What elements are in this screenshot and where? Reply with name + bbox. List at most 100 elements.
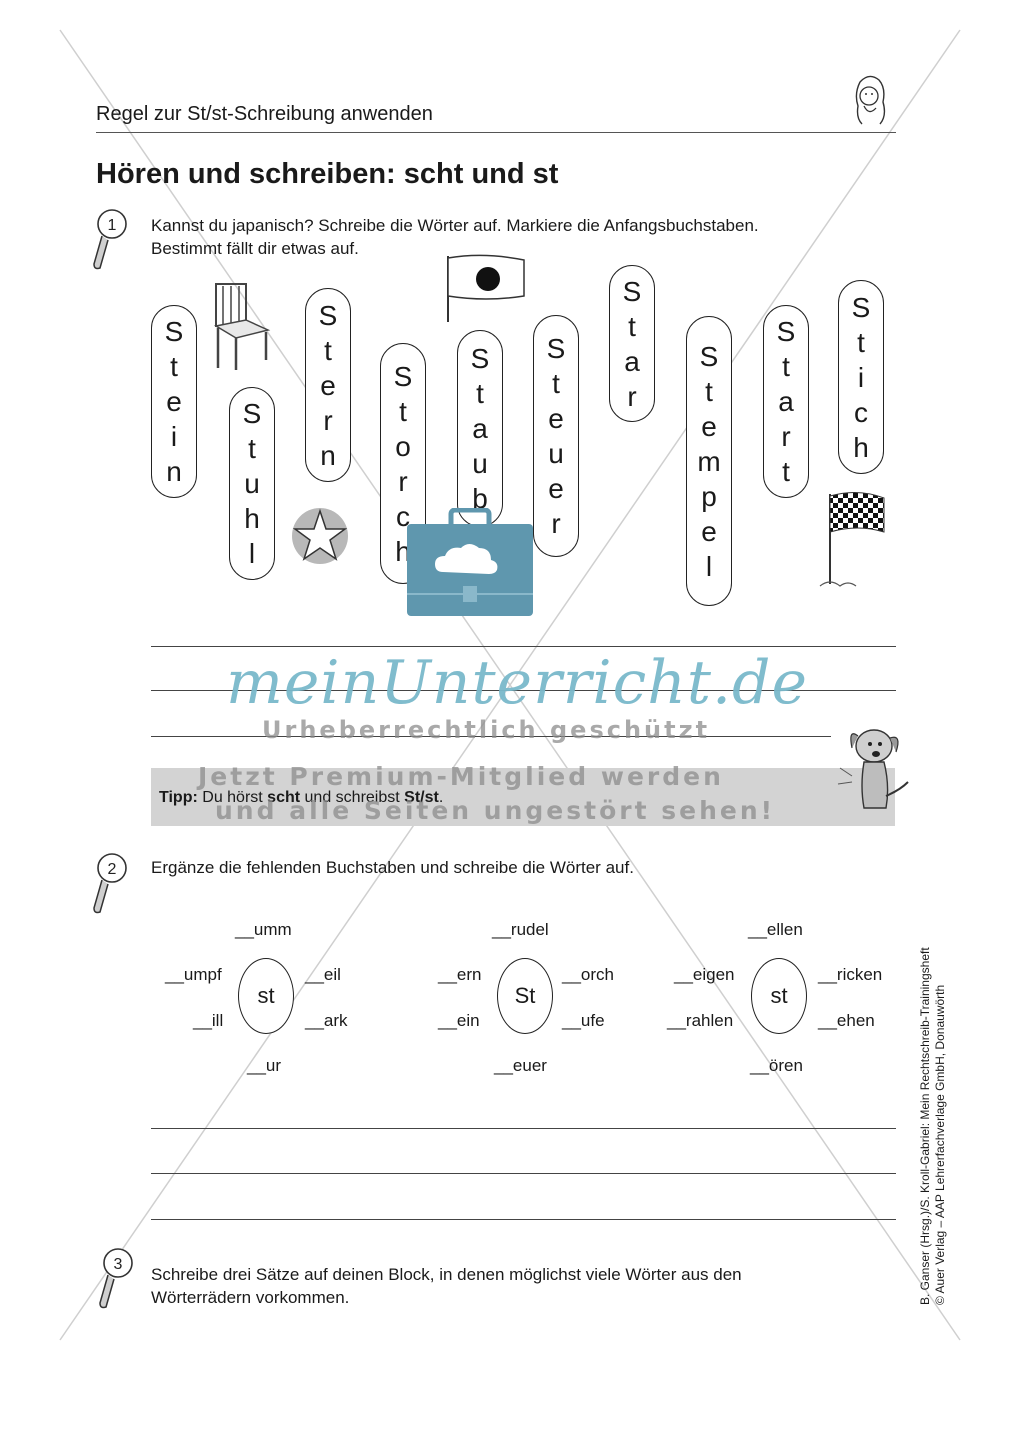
tip-text: Tipp: Du hörst scht und schreibst St/st. [159,789,443,807]
word-letter: h [395,535,411,567]
word-letter: a [624,345,640,377]
word-letter: t [552,368,560,399]
word-letter: u [472,448,488,479]
word-letter: e [548,473,564,504]
word-letter: e [548,403,564,434]
word-letter: n [166,456,182,487]
word-letter: t [628,310,636,342]
wheel-fragment: __ur [247,1056,282,1075]
word-letter: S [622,275,642,307]
word-letter: t [782,351,790,382]
japan-flag-icon [447,254,525,322]
checkered-flag-icon [819,492,885,587]
word-letter: e [701,515,717,547]
wheel-fragment: __ören [750,1056,803,1075]
wheel-center: St [497,958,553,1034]
writing-line[interactable] [151,690,896,691]
word-letter: t [324,334,332,366]
word-letter: e [701,410,717,442]
word-letter: a [778,386,794,417]
word-letter: t [857,326,865,358]
credit-line-1: B. Ganser (Hrsg.)/S. Kroll-Gabriel: Mein… [918,947,932,1305]
wheel-fragment: __eigen [674,965,735,984]
wheel-fragment: __ill [193,1011,224,1030]
briefcase-cloud-icon [407,508,533,616]
magnifier-number-icon: 2 [93,853,127,914]
writing-line[interactable] [151,736,831,737]
tip-label: Tipp: [159,789,198,806]
word-letter: S [393,360,413,392]
publisher-credit: B. Ganser (Hrsg.)/S. Kroll-Gabriel: Mein… [918,947,948,1305]
word-letter: t [399,395,407,427]
word-letter: i [857,361,865,393]
word-letter: a [472,413,488,444]
word-letter: r [323,404,333,436]
wheel-fragment: __eil [305,965,341,984]
task-3-number: 3 [114,1256,123,1273]
magnifier-number-icon: 1 [93,209,127,270]
word-letter: c [854,396,868,428]
word-letter: r [627,380,637,412]
word-letter: l [705,550,713,582]
word-letter: S [470,343,490,374]
star-icon [292,508,348,564]
dog-icon [837,729,909,809]
wheel-fragment: __euer [494,1056,547,1075]
task-1-number: 1 [108,217,117,234]
word-letter: b [472,483,488,514]
word-letter: e [166,386,182,417]
task-1-text-line2: Bestimmt fällt dir etwas auf. [151,239,359,258]
task-1-text-line1: Kannst du japanisch? Schreibe die Wörter… [151,216,759,235]
word-letter: i [170,421,178,452]
tip-text-a: Du hörst [197,789,268,806]
word-letter: t [476,378,484,409]
word-letter: S [242,398,262,429]
word-letter: r [398,465,408,497]
wheel-fragment: __ricken [818,965,883,984]
word-letter: S [318,299,338,331]
task-3-text-line1: Schreibe drei Sätze auf deinen Block, in… [151,1265,742,1284]
magnifier-number-icon: 3 [99,1248,133,1309]
writing-line[interactable] [151,646,896,647]
wheel-center: st [238,958,294,1034]
writing-line[interactable] [151,1128,896,1129]
credit-line-2: © Auer Verlag – AAP Lehrerfachverlage Gm… [933,984,947,1305]
tip-text-c: . [438,789,444,806]
header-title: Regel zur St/st-Schreibung anwenden [96,103,433,125]
word-letter: S [851,291,871,323]
tip-bold-a: scht [267,789,301,806]
wheel-fragment: __ellen [748,920,803,939]
task-2-number: 2 [108,861,117,878]
word-letter: S [546,333,566,364]
word-letter: n [320,439,336,471]
wheel-fragment: __umpf [165,965,222,984]
word-letter: h [244,503,260,534]
word-letter: r [781,421,791,452]
writing-line[interactable] [151,1219,896,1220]
task-2-text: Ergänze die fehlenden Buchstaben und sch… [151,858,634,877]
word-letter: t [705,375,713,407]
watermark-line-1: Urheberrechtlich geschützt [262,716,711,744]
word-letter: l [248,538,256,569]
wheel-fragment: __ark [305,1011,348,1030]
tip-bold-b: St/st [404,789,439,806]
word-letter: S [164,316,184,347]
tip-box [151,768,895,826]
word-letter: u [244,468,260,499]
wheel-fragment: __ein [438,1011,480,1030]
word-letter: m [697,445,721,477]
word-letter: h [853,431,869,463]
tip-text-b: und schreibst [300,789,405,806]
word-letter: c [396,500,410,532]
writing-line[interactable] [151,1173,896,1174]
wheel-fragment: __orch [562,965,614,984]
watermark-logo: meinUnterricht.de [226,648,808,718]
word-letter: t [170,351,178,382]
